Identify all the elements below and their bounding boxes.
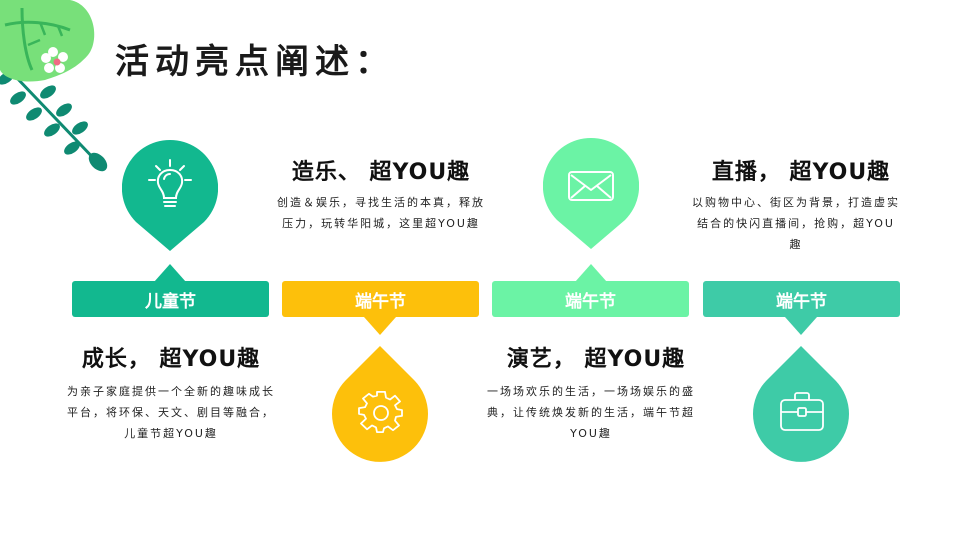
festival-label: 端午节 [565,291,616,312]
notch-down-4 [785,317,817,335]
item-description-1: 为亲子家庭提供一个全新的趣味成长平台，将环保、天文、剧目等融合，儿童节超YOU趣 [67,385,275,440]
item-description-3: 一场场欢乐的生活，一场场娱乐的盛典，让传统焕发新的生活，端午节超YOU趣 [487,385,695,440]
pin-marker-1 [122,140,218,251]
drop-marker-2 [332,346,428,462]
item-description-4: 以购物中心、街区为背景，打造虚实结合的快闪直播间，抢购，超YOU趣 [692,196,900,251]
lightbulb-icon [148,159,192,207]
item-heading-1: 成长， 超YOU趣 [81,347,261,372]
envelope-icon [568,171,614,201]
pin-marker-3 [543,138,639,249]
festival-label: 端午节 [776,291,827,312]
briefcase-icon [780,392,824,431]
notch-up-1 [154,264,186,282]
festival-tab-4[interactable]: 端午节 [703,281,900,317]
item-heading-2: 造乐、 超YOU趣 [291,160,471,185]
notch-up-3 [575,264,607,282]
gear-icon [358,390,403,434]
item-description-2: 创造＆娱乐，寻找生活的本真，释放压力，玩转华阳城，这里超YOU趣 [277,196,485,230]
festival-tab-1[interactable]: 儿童节 [72,281,269,317]
leaf-decoration-icon [0,0,108,172]
drop-marker-4 [753,346,849,462]
item-heading-4: 直播， 超YOU趣 [711,160,891,185]
page-title: 活动亮点阐述： [115,42,395,82]
festival-tab-2[interactable]: 端午节 [282,281,479,317]
festival-label: 端午节 [355,291,406,312]
festival-label: 儿童节 [145,291,196,312]
notch-down-2 [364,317,396,335]
festival-tab-3[interactable]: 端午节 [492,281,689,317]
item-heading-3: 演艺， 超YOU趣 [506,347,686,372]
